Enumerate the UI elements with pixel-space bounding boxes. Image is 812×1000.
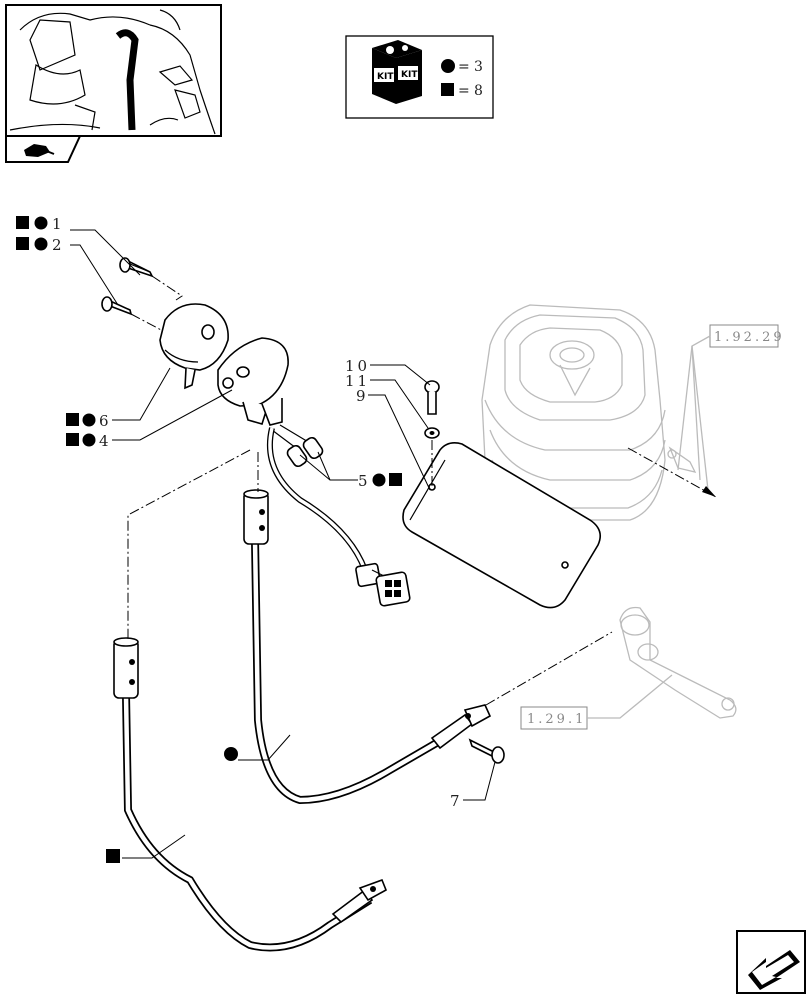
- filled-circle-marker: [224, 747, 238, 761]
- filled-square-marker: [66, 433, 79, 446]
- callout-6[interactable]: 6: [66, 412, 112, 430]
- callout-1[interactable]: 1: [16, 215, 65, 233]
- screw-1[interactable]: [119, 257, 154, 278]
- wiring-harness[interactable]: [266, 427, 411, 607]
- callout-10[interactable]: 10: [345, 357, 370, 375]
- tractor-cab-thumbnail-icon: [9, 9, 216, 135]
- filled-circle-marker: [82, 433, 96, 447]
- kit-circle-count: 3: [474, 59, 485, 75]
- lever-rod-square[interactable]: [113, 637, 388, 952]
- callout-7-label: 7: [450, 792, 463, 810]
- kit-square-equals: =: [458, 83, 472, 99]
- filled-circle-marker: [441, 59, 455, 73]
- screw-7[interactable]: [468, 738, 505, 764]
- screw-2[interactable]: [101, 296, 133, 316]
- filled-circle-marker: [82, 413, 96, 427]
- arrow-next-icon[interactable]: [736, 930, 806, 994]
- callout-circle-rod[interactable]: [224, 747, 238, 761]
- indicator-bulbs[interactable]: [271, 424, 324, 468]
- kit-square-count: 8: [474, 83, 485, 99]
- callout-2[interactable]: 2: [16, 236, 65, 254]
- callout-square-rod[interactable]: [106, 849, 120, 863]
- gear-lever-boot-ghost: [481, 304, 697, 521]
- callout-2-label: 2: [52, 236, 65, 254]
- filled-circle-marker: [34, 216, 48, 230]
- filled-square-marker: [16, 237, 29, 250]
- filled-square-marker: [441, 83, 454, 96]
- boot-ref-label: 1.92.29: [714, 330, 785, 345]
- callout-10-label: 10: [345, 357, 370, 375]
- lever-rod-circle[interactable]: [243, 489, 492, 805]
- control-knob[interactable]: [217, 337, 289, 426]
- kit-legend: KIT KIT = 3 = 8: [345, 35, 494, 119]
- callout-9[interactable]: 9: [356, 387, 369, 405]
- callout-4[interactable]: 4: [66, 432, 112, 450]
- location-thumbnail: [5, 4, 222, 163]
- callout-5-label: 5: [358, 472, 371, 490]
- filled-circle-marker: [372, 473, 386, 487]
- filled-square-marker: [106, 849, 120, 863]
- kit-label-left: KIT: [377, 72, 394, 82]
- washer-11[interactable]: [424, 427, 440, 439]
- kit-box-icon: KIT KIT: [372, 40, 422, 104]
- callout-1-label: 1: [52, 215, 65, 233]
- kit-label-right: KIT: [401, 70, 418, 80]
- cover-plate[interactable]: [402, 442, 601, 609]
- boot-ref-leader: 1.92.29: [627, 324, 785, 498]
- shift-lever-ghost: 1.29.1: [520, 606, 737, 730]
- callout-7[interactable]: 7: [450, 792, 463, 810]
- callout-5[interactable]: 5: [358, 472, 402, 490]
- screw-10[interactable]: [424, 380, 440, 415]
- filled-square-marker: [66, 413, 79, 426]
- callout-9-label: 9: [356, 387, 369, 405]
- lever-ref-label: 1.29.1: [527, 712, 586, 727]
- filled-square-marker: [389, 473, 402, 486]
- kit-circle-equals: =: [458, 59, 472, 75]
- callout-4-label: 4: [99, 432, 112, 450]
- callout-11[interactable]: 11: [345, 372, 370, 390]
- filled-circle-marker: [34, 237, 48, 251]
- control-cover[interactable]: [159, 303, 229, 390]
- tractor-section-icon: [24, 144, 55, 157]
- filled-square-marker: [16, 216, 29, 229]
- callout-11-label: 11: [345, 372, 370, 390]
- callout-6-label: 6: [99, 412, 112, 430]
